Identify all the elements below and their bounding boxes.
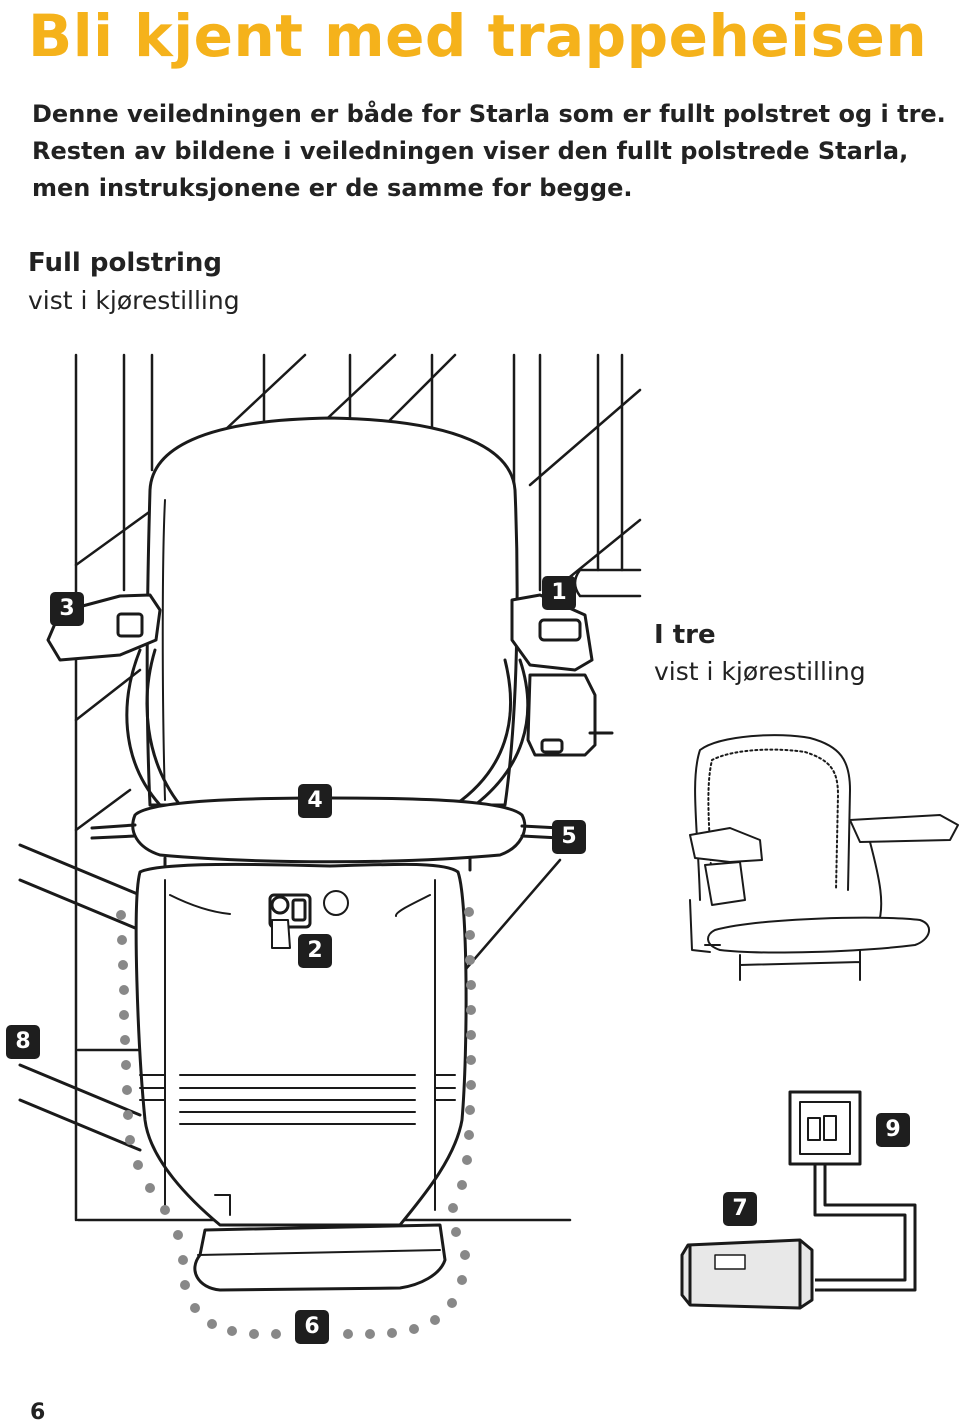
- wall-switch-and-charger: [680, 1090, 917, 1310]
- full-upholstery-subheading: vist i kjørestilling: [28, 286, 240, 315]
- intro-line: Resten av bildene i veiledningen viser d…: [32, 137, 909, 165]
- page-number: 6: [30, 1400, 46, 1425]
- page-title: Bli kjent med trappeheisen: [28, 2, 928, 70]
- safety-edge-dots: [116, 907, 476, 1339]
- callout-1: 1: [542, 576, 576, 610]
- backrest: [145, 416, 519, 807]
- callout-3: 3: [50, 592, 84, 626]
- joystick-box: [526, 673, 597, 757]
- wooden-chair: [689, 734, 959, 981]
- intro-line: men instruksjonene er de samme for begge…: [32, 174, 633, 202]
- wood-heading: I tre: [654, 620, 716, 650]
- rail: [18, 843, 142, 1152]
- wood-subheading: vist i kjørestilling: [654, 657, 866, 686]
- intro-text: Denne veiledningen er både for Starla so…: [32, 96, 952, 207]
- full-upholstery-heading: Full polstring: [28, 248, 222, 278]
- callout-7: 7: [723, 1192, 757, 1226]
- callout-5: 5: [552, 820, 586, 854]
- callout-8: 8: [6, 1025, 40, 1059]
- callout-9: 9: [876, 1113, 910, 1147]
- carriage: [134, 862, 468, 1227]
- callout-4: 4: [298, 784, 332, 818]
- callout-6: 6: [295, 1310, 329, 1344]
- callout-2: 2: [298, 934, 332, 968]
- balustrade: [74, 353, 642, 1222]
- seat: [131, 796, 527, 864]
- intro-line: Denne veiledningen er både for Starla so…: [32, 100, 946, 128]
- footrest: [193, 1223, 447, 1292]
